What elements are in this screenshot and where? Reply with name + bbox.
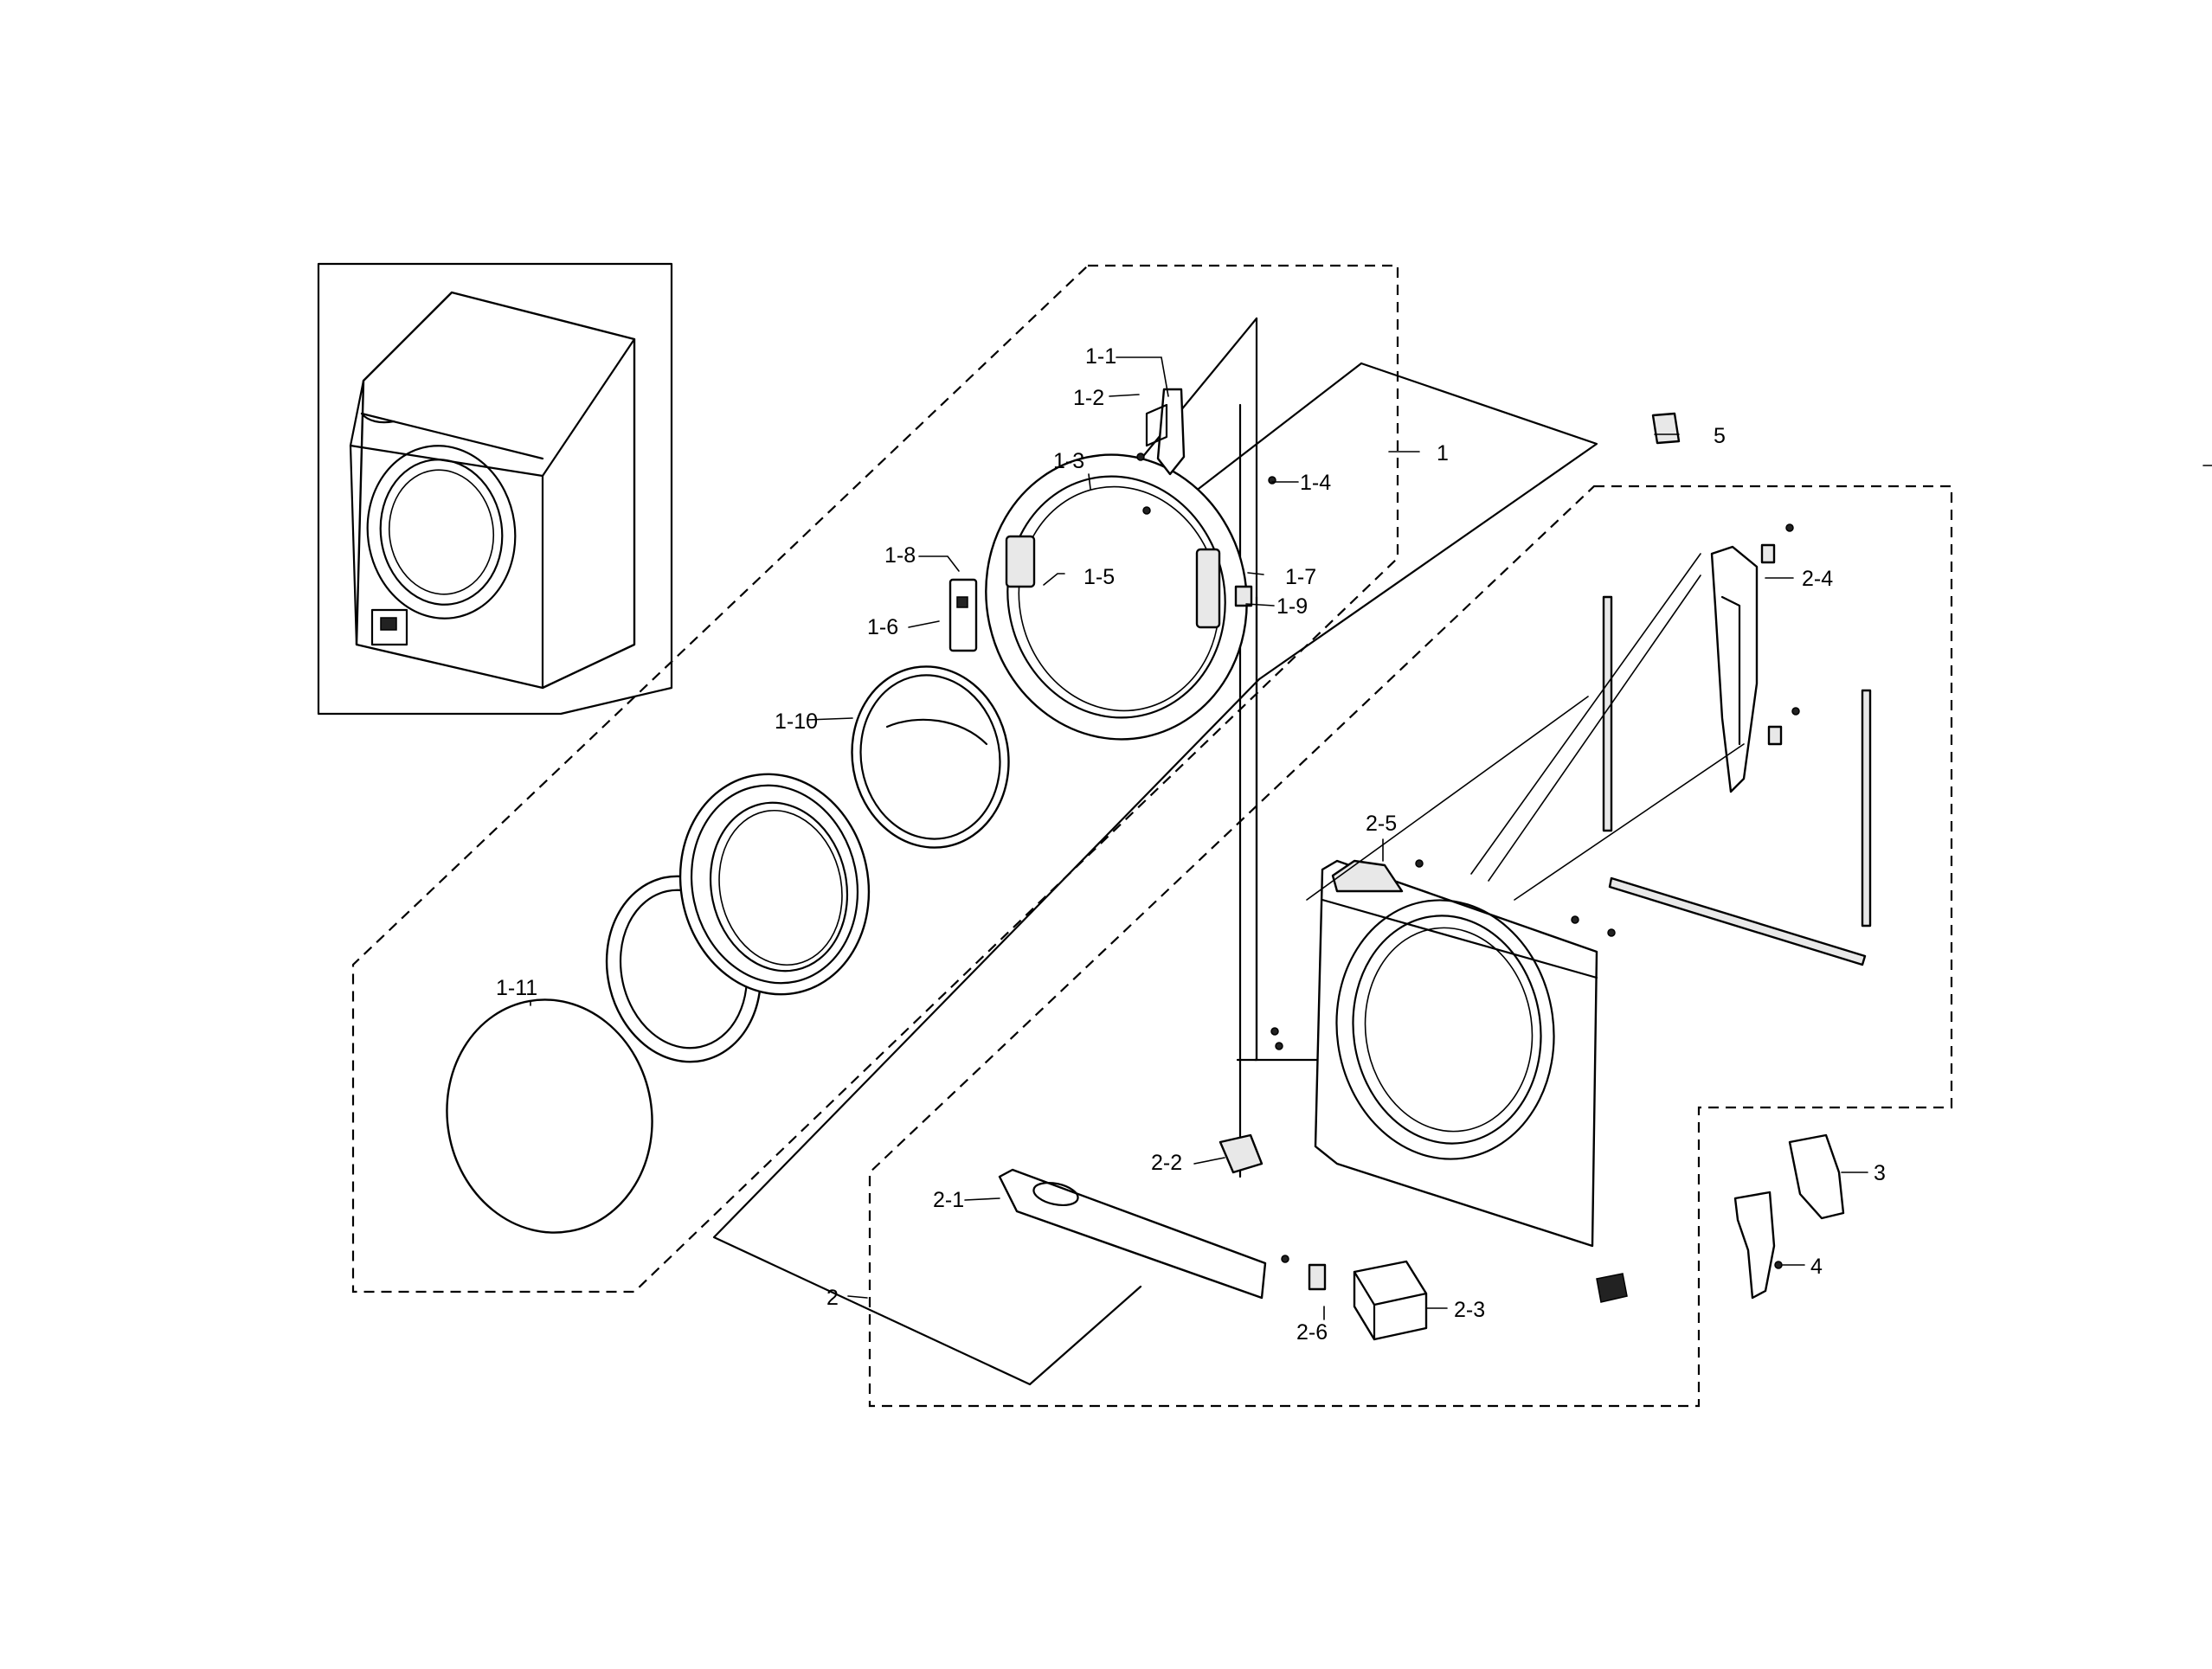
callout-5: 5 bbox=[1714, 424, 1726, 448]
callout-2-6: 2-6 bbox=[1296, 1320, 1328, 1345]
bracket bbox=[1219, 1133, 1264, 1174]
inner-door-glass bbox=[851, 665, 1010, 849]
part-4-sensor bbox=[1733, 1191, 1776, 1300]
callout-1-4: 1-4 bbox=[1300, 471, 1331, 495]
callout-1-6: 1-6 bbox=[867, 615, 898, 639]
side-brackets bbox=[1306, 523, 1872, 966]
callout-1-1: 1-1 bbox=[1085, 344, 1116, 369]
control-trim bbox=[998, 1168, 1267, 1300]
callout-2: 2 bbox=[826, 1286, 839, 1310]
latch bbox=[1156, 388, 1186, 476]
callout-2-3: 2-3 bbox=[1454, 1298, 1485, 1322]
door-hinge-block bbox=[1005, 535, 1036, 588]
frame-bracket bbox=[1710, 545, 1759, 793]
callout-1-10: 1-10 bbox=[775, 709, 818, 734]
callout-4: 4 bbox=[1810, 1255, 1823, 1279]
callout-1: 1 bbox=[1437, 441, 1449, 465]
callout-1-5: 1-5 bbox=[1083, 565, 1115, 589]
door-strike bbox=[1234, 585, 1253, 607]
door-cover bbox=[985, 453, 1248, 741]
side-gasket-right bbox=[1861, 689, 1872, 928]
group-boundaries bbox=[351, 264, 1953, 1408]
callout-2-5: 2-5 bbox=[1366, 812, 1397, 836]
callout-2-2: 2-2 bbox=[1151, 1151, 1182, 1175]
callout-1-9: 1-9 bbox=[1276, 594, 1308, 619]
switch bbox=[1308, 1263, 1327, 1291]
callout-1-2: 1-2 bbox=[1073, 386, 1104, 410]
door-frame bbox=[678, 773, 871, 996]
outer-door-glass bbox=[446, 998, 653, 1234]
part-5-pad bbox=[1651, 412, 1681, 445]
callout-1-8: 1-8 bbox=[884, 543, 916, 568]
appliance-inset bbox=[317, 262, 673, 716]
leader-lines bbox=[530, 356, 1868, 1320]
callout-1-3: 1-3 bbox=[1053, 449, 1084, 473]
door-parts bbox=[446, 388, 1276, 1234]
front-panel-parts bbox=[998, 859, 1628, 1341]
bottom-gasket bbox=[1608, 876, 1867, 966]
callout-2-1: 2-1 bbox=[933, 1188, 964, 1212]
front-panel bbox=[1314, 859, 1598, 1248]
callout-3: 3 bbox=[1874, 1161, 1886, 1185]
hinge bbox=[948, 578, 978, 652]
standalone-parts bbox=[1651, 412, 1845, 1300]
callout-2-4: 2-4 bbox=[1802, 567, 1833, 591]
part-3-housing bbox=[1788, 1133, 1845, 1220]
callout-1-11: 1-11 bbox=[496, 976, 537, 1000]
callout-labels: 1-1 1-2 1-3 1-4 1-5 1-6 1-7 1-8 1-9 1-10… bbox=[496, 344, 1886, 1345]
callout-1-7: 1-7 bbox=[1285, 565, 1316, 589]
